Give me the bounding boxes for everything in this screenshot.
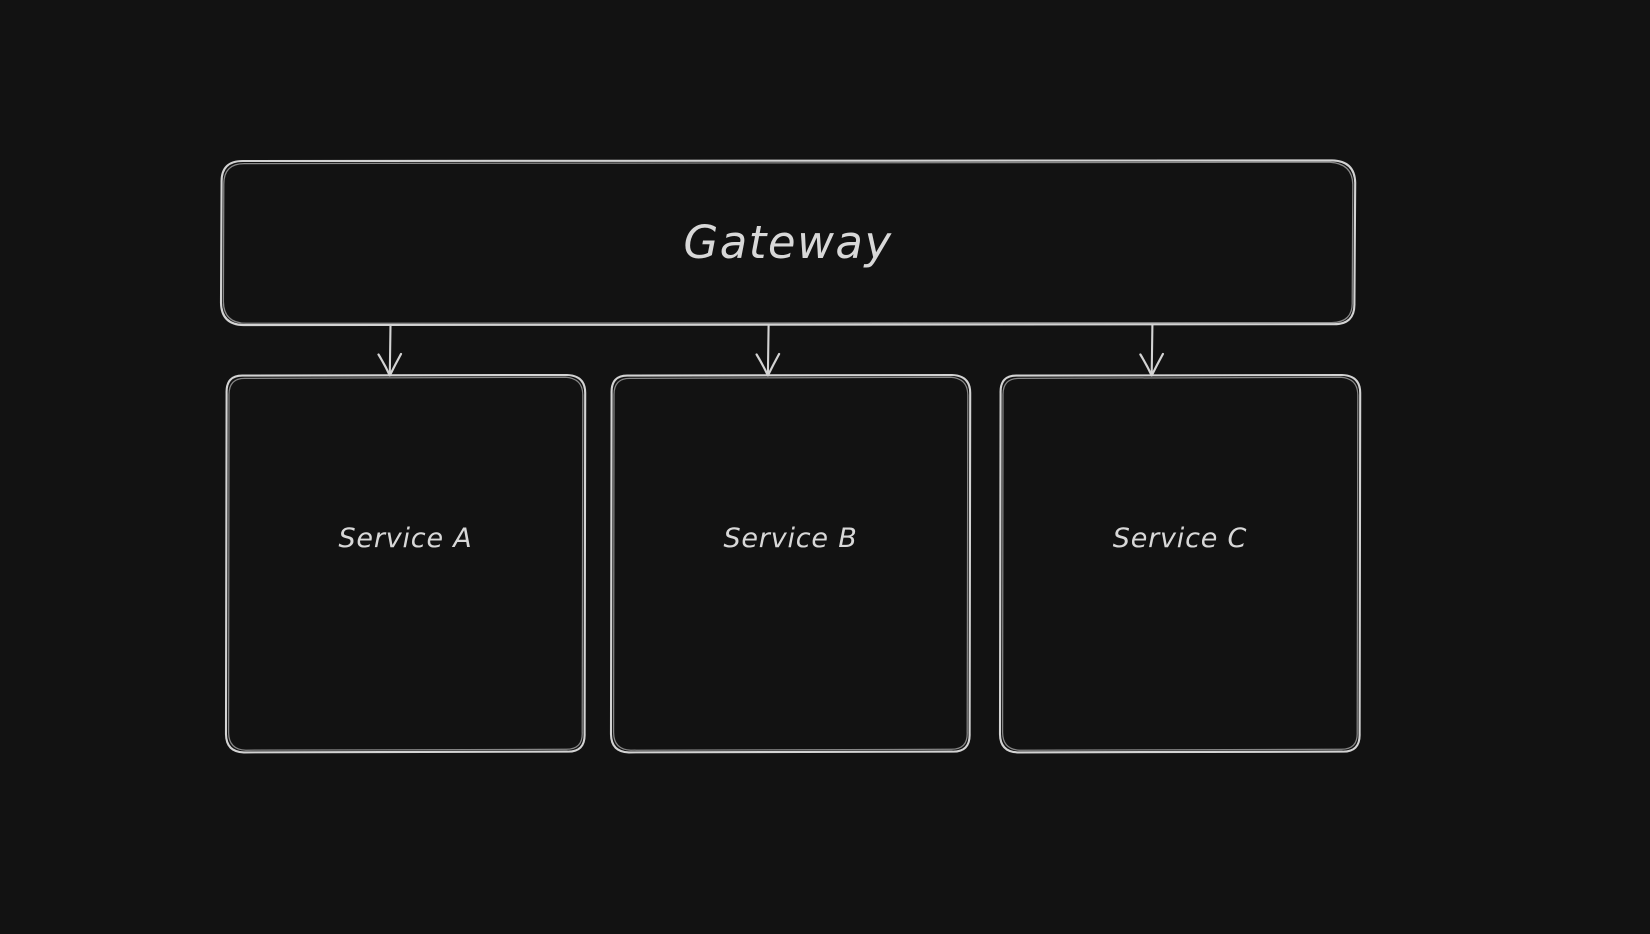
service-a-label: Service A — [338, 523, 473, 554]
edge-gateway-service-c[interactable] — [1139, 323, 1164, 377]
node-service-c[interactable] — [998, 373, 1362, 754]
service-c-box-outline-sketch-pass2 — [1001, 376, 1359, 751]
arrow-shaft — [388, 323, 392, 376]
service-a-box-outline — [224, 373, 587, 754]
gateway-box-outline — [219, 159, 1357, 327]
service-b-box-outline — [609, 373, 972, 754]
arrow-shaft — [1150, 323, 1154, 376]
edge-gateway-service-a[interactable] — [377, 323, 403, 377]
service-b-label: Service B — [723, 523, 858, 554]
node-service-b[interactable] — [609, 373, 972, 754]
arrow-shaft — [766, 323, 770, 376]
node-gateway[interactable] — [219, 159, 1357, 327]
gateway-box-outline-sketch-pass2 — [222, 161, 1354, 324]
service-a-box-outline-sketch-pass2 — [227, 376, 584, 751]
node-service-a[interactable] — [224, 373, 587, 754]
gateway-label: Gateway — [683, 216, 893, 269]
service-b-box-outline-sketch-pass2 — [612, 376, 969, 751]
service-c-box-outline — [998, 373, 1362, 754]
service-c-label: Service C — [1112, 523, 1248, 554]
edge-gateway-service-b[interactable] — [755, 323, 781, 377]
